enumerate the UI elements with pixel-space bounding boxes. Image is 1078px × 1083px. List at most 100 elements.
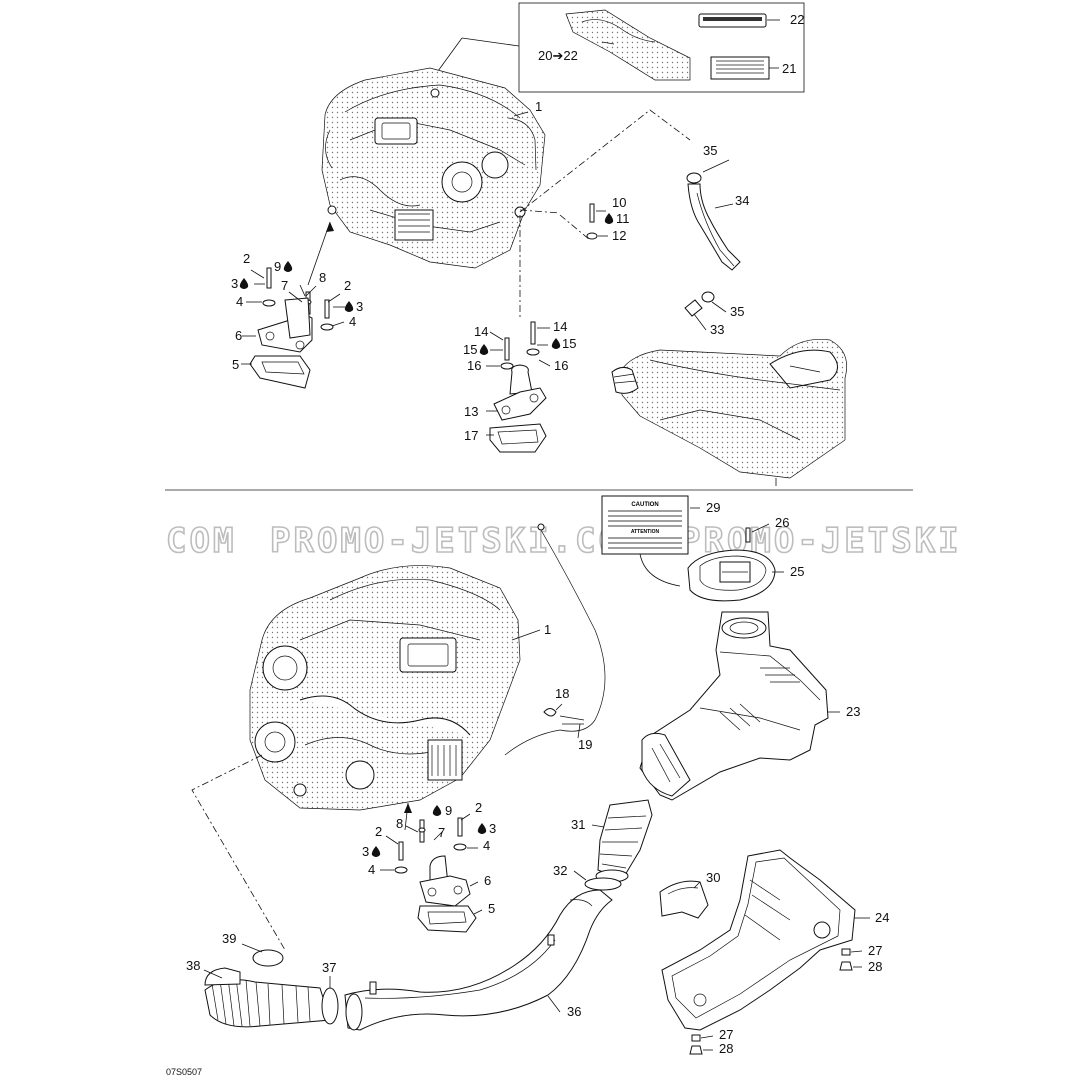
drop-icon-d-3b: [344, 301, 354, 312]
callout-t-2b: 2: [344, 278, 351, 293]
clamp-35-top: [686, 172, 702, 184]
callout-t-16a: 16: [467, 358, 481, 373]
bolt-10-washer-12: [586, 203, 608, 240]
callout-t-14a: 14: [474, 324, 488, 339]
callout-t-4a: 4: [236, 294, 243, 309]
callout-t-3d: 3: [362, 844, 369, 859]
callout-t-8a: 8: [319, 270, 326, 285]
callout-t-5a: 5: [232, 357, 239, 372]
airbox-lower-24: [661, 849, 870, 1031]
callout-t-24: 24: [875, 910, 889, 925]
callout-t-13: 13: [464, 404, 478, 419]
callout-t-33: 33: [710, 322, 724, 337]
callout-t-37: 37: [322, 960, 336, 975]
callout-t-15a: 15: [463, 342, 477, 357]
engine-top: [321, 67, 546, 269]
callout-t-4c: 4: [483, 838, 490, 853]
drop-icon-d-15a: [479, 344, 489, 355]
tube-36: [344, 889, 613, 1031]
callout-t-3a: 3: [231, 276, 238, 291]
cover-25: [687, 523, 784, 602]
clamp-32: [584, 877, 622, 891]
callout-t-5b: 5: [488, 901, 495, 916]
caution-decal-29: CAUTION ATTENTION: [601, 495, 700, 587]
callout-t-6a: 6: [235, 328, 242, 343]
callout-t-35b: 35: [730, 304, 744, 319]
callout-t-27b: 27: [719, 1027, 733, 1042]
callout-t-21: 21: [782, 61, 796, 76]
callout-t-9b: 9: [445, 803, 452, 818]
callout-t-20-22: 20➔22: [538, 48, 578, 63]
callout-t-12: 12: [612, 228, 626, 243]
callout-t-25: 25: [790, 564, 804, 579]
callout-t-3b: 3: [356, 299, 363, 314]
nuts-27-28: [689, 948, 863, 1055]
drop-icon-d-9b: [432, 805, 442, 816]
ring-37: [321, 987, 339, 1025]
callout-t-9a: 9: [274, 259, 281, 274]
callout-t-7b: 7: [438, 825, 445, 840]
drawing-code: 07S0507: [166, 1067, 202, 1077]
callout-t-38: 38: [186, 958, 200, 973]
airbox-top: [611, 339, 848, 486]
sealant-drops: [239, 213, 614, 857]
callout-t-16b: 16: [554, 358, 568, 373]
cover-30: [659, 880, 709, 919]
callout-t-2a: 2: [243, 251, 250, 266]
mount-bottom: [380, 813, 483, 933]
callout-t-34: 34: [735, 193, 749, 208]
callout-t-17: 17: [464, 428, 478, 443]
callout-t-32: 32: [553, 863, 567, 878]
callout-t-10: 10: [612, 195, 626, 210]
callout-t-11: 11: [616, 211, 630, 226]
cable-19: [504, 523, 606, 756]
callout-t-30: 30: [706, 870, 720, 885]
callout-t-36: 36: [567, 1004, 581, 1019]
callout-t-28b: 28: [719, 1041, 733, 1056]
callout-t-8b: 8: [396, 816, 403, 831]
callout-t-1a: 1: [535, 99, 542, 114]
drop-icon-d-3a: [239, 278, 249, 289]
callout-t-2c: 2: [475, 800, 482, 815]
inset-box-decals: [429, 2, 805, 93]
callout-t-27a: 27: [868, 943, 882, 958]
watermark-main: PROMO-JETSKI.COM: [270, 521, 646, 561]
callout-t-4d: 4: [368, 862, 375, 877]
callout-t-15b: 15: [562, 336, 576, 351]
callout-t-19: 19: [578, 737, 592, 752]
callout-t-22: 22: [790, 12, 804, 27]
callout-t-31: 31: [571, 817, 585, 832]
callout-t-39: 39: [222, 931, 236, 946]
mount-left-top: [241, 267, 345, 389]
callout-t-3c: 3: [489, 821, 496, 836]
callout-t-4b: 4: [349, 314, 356, 329]
drop-icon-d-15b: [551, 338, 561, 349]
watermark-left: COM: [166, 521, 236, 561]
callout-t-2d: 2: [375, 824, 382, 839]
callout-t-14b: 14: [553, 319, 567, 334]
boot-31: [573, 799, 653, 891]
decal-21: [710, 56, 770, 80]
attention-title: ATTENTION: [631, 529, 660, 535]
callout-t-1b: 1: [544, 622, 551, 637]
callout-t-26: 26: [775, 515, 789, 530]
hose-38: [203, 943, 339, 1028]
drop-icon-d-3c: [477, 823, 487, 834]
engine-bottom: [249, 565, 541, 811]
clamp-35-bottom: [701, 291, 715, 303]
drop-icon-d-3d: [371, 846, 381, 857]
caution-title: CAUTION: [631, 502, 658, 508]
callout-t-29: 29: [706, 500, 720, 515]
callout-t-7a: 7: [281, 278, 288, 293]
callout-t-18: 18: [555, 686, 569, 701]
callout-t-6b: 6: [484, 873, 491, 888]
airbox-23: [639, 611, 840, 801]
fitting-33: [684, 299, 703, 317]
drop-icon-d-9a: [283, 261, 293, 272]
callout-t-28a: 28: [868, 959, 882, 974]
drop-icon-d-11: [604, 213, 614, 224]
callout-t-35a: 35: [703, 143, 717, 158]
